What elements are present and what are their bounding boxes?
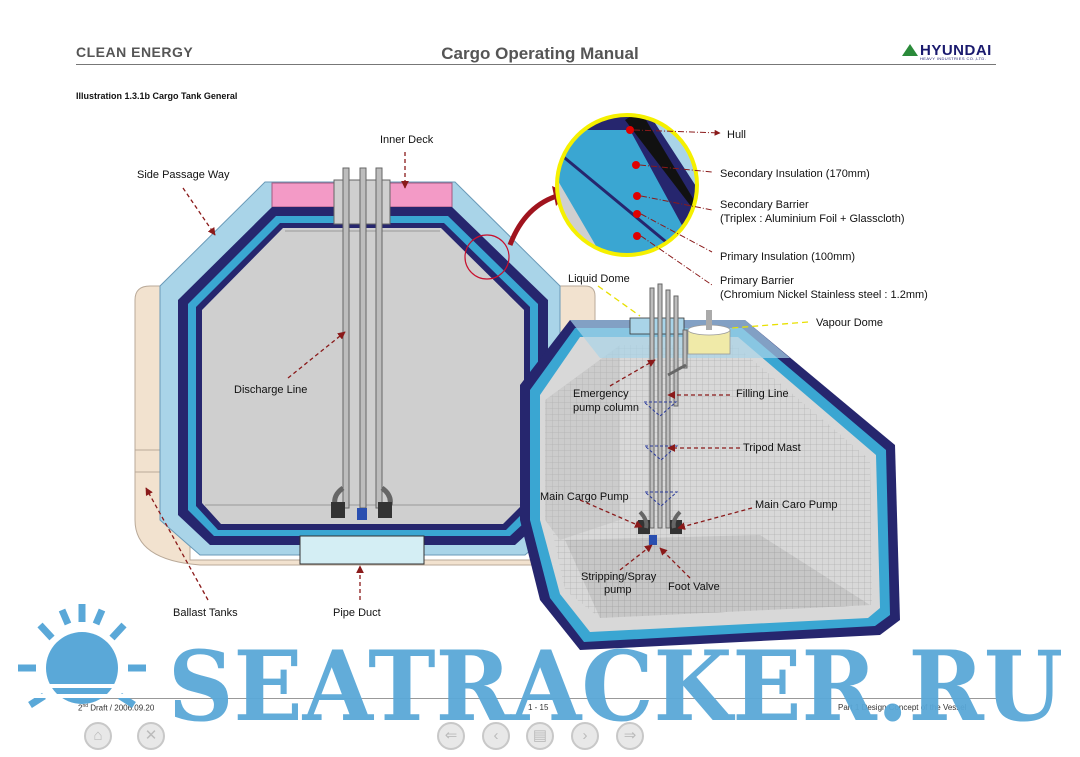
index-icon[interactable]: ▤ [526,722,554,750]
label-side-passage: Side Passage Way [137,169,230,181]
home-icon[interactable]: ⌂ [84,722,112,750]
first-icon[interactable]: ⇐ [437,722,465,750]
layer-leaders [633,129,721,286]
layer-dots [626,126,641,240]
dome-leaders [597,285,809,329]
label-tripod-mast: Tripod Mast [743,442,801,454]
label-discharge-line: Discharge Line [234,384,307,396]
illustration-title: Illustration 1.3.1b Cargo Tank General [76,91,238,101]
last-icon[interactable]: ⇒ [616,722,644,750]
zoom-arrow [507,192,561,246]
hyundai-logo: HYUNDAI HEAVY INDUSTRIES CO.,LTD. [902,42,1002,64]
sun-logo-icon [18,604,146,708]
footer-page: 1 - 15 [528,703,549,712]
label-secondary-barrier-detail: (Triplex : Aluminium Foil + Glasscloth) [720,213,905,225]
logo-word: HYUNDAI [920,42,992,59]
prev-icon[interactable]: ‹ [482,722,510,750]
label-main-cargo-pump: Main Cargo Pump [540,491,629,503]
label-main-caro-pump: Main Caro Pump [755,499,838,511]
pipe-duct [299,535,425,565]
label-primary-barrier-detail: (Chromium Nickel Stainless steel : 1.2mm… [720,289,928,301]
footer-rule [76,698,996,699]
label-liquid-dome: Liquid Dome [568,273,630,285]
label-secondary-barrier: Secondary Barrier [720,199,809,211]
header-title: Cargo Operating Manual [441,44,639,63]
right-3d-tank [520,283,900,650]
left-section [134,167,596,566]
label-emergency: Emergency [573,388,629,400]
label-hull: Hull [727,129,746,141]
label-vapour-dome: Vapour Dome [816,317,883,329]
label-ballast-tanks: Ballast Tanks [173,607,238,619]
footer-draft: 2nd Draft / 2006.09.20 [78,703,155,713]
label-stripping-pump: pump [604,584,632,596]
label-primary-barrier: Primary Barrier [720,275,794,287]
label-secondary-insulation: Secondary Insulation (170mm) [720,168,870,180]
logo-sub: HEAVY INDUSTRIES CO.,LTD. [920,56,987,61]
vapour-dome [687,310,731,355]
label-primary-insulation: Primary Insulation (100mm) [720,251,855,263]
label-filling-line: Filling Line [736,388,789,400]
pumps-left [331,502,392,520]
watermark-text: SEATRACKER.RU [168,630,1063,743]
logo-triangle-icon [902,44,918,56]
tripod-marks [642,401,679,507]
label-pipe-duct: Pipe Duct [333,607,381,619]
detail-marker-circle [464,234,510,280]
header-rule [76,64,996,65]
footer-part: Part 1 Design Concept of the Vessel [838,703,967,712]
label-foot-valve: Foot Valve [668,581,720,593]
label-inner-deck: Inner Deck [380,134,434,146]
label-pump-column: pump column [573,402,639,414]
next-icon[interactable]: › [571,722,599,750]
label-stripping-spray: Stripping/Spray [581,571,657,583]
close-icon[interactable]: ✕ [137,722,165,750]
header-left: CLEAN ENERGY [76,44,194,60]
left-leaders [145,152,753,601]
